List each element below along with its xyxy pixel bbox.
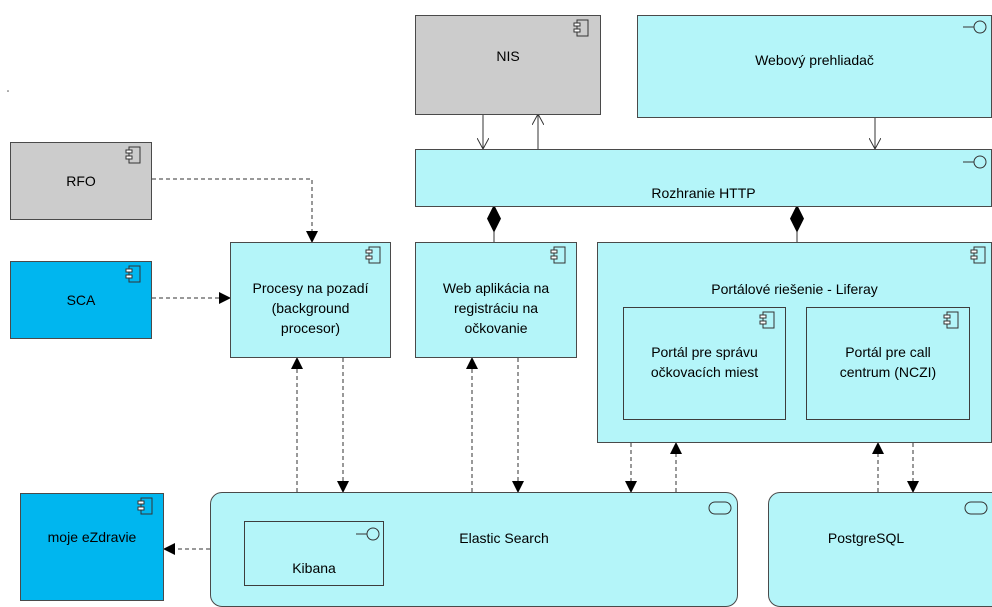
liferay-label: Portálové riešenie - Liferay — [711, 281, 878, 297]
nis-component[interactable]: NIS — [415, 15, 601, 115]
component-icon — [550, 246, 566, 264]
background-processor-component[interactable]: Procesy na pozadí (background procesor) — [230, 242, 391, 358]
nis-label: NIS — [496, 48, 520, 64]
component-icon — [365, 246, 381, 264]
component-icon — [137, 497, 153, 515]
browser-interface[interactable]: Webový prehliadač — [637, 15, 992, 118]
background-label: Procesy na pozadí (background procesor) — [252, 280, 369, 336]
rfo-component[interactable]: RFO — [10, 142, 152, 220]
browser-label: Webový prehliadač — [755, 52, 874, 68]
component-icon — [573, 19, 589, 37]
interface-icon — [962, 20, 988, 34]
rfo-label: RFO — [66, 173, 96, 189]
component-icon — [970, 246, 986, 264]
kibana-label: Kibana — [292, 560, 336, 576]
webapp-label: Web aplikácia na registráciu na očkovani… — [442, 280, 550, 336]
rfo-to-background-line — [152, 178, 318, 243]
http-interface[interactable]: Rozhranie HTTP — [415, 149, 992, 207]
ezdravie-component[interactable]: moje eZdravie — [20, 493, 164, 601]
kibana-interface[interactable]: Kibana — [244, 521, 384, 586]
postgresql-service[interactable]: PostgreSQL — [768, 492, 992, 607]
stray-dot — [7, 90, 9, 92]
component-icon — [125, 265, 141, 283]
interface-icon — [962, 155, 988, 169]
webapp-component[interactable]: Web aplikácia na registráciu na očkovani… — [415, 242, 577, 358]
service-icon — [964, 501, 988, 515]
component-icon — [759, 311, 775, 329]
sca-label: SCA — [66, 292, 96, 308]
interface-icon — [355, 527, 381, 541]
portal-places-label: Portál pre správu očkovacích miest — [650, 344, 759, 380]
portal-call-center-component[interactable]: Portál pre call centrum (NCZI) — [806, 307, 970, 420]
sca-component[interactable]: SCA — [10, 261, 152, 339]
ezdravie-label: moje eZdravie — [47, 529, 137, 545]
portal-callcenter-label: Portál pre call centrum (NCZI) — [839, 344, 937, 380]
elastic-label: Elastic Search — [459, 530, 549, 546]
http-label: Rozhranie HTTP — [651, 185, 756, 201]
postgres-label: PostgreSQL — [827, 530, 905, 546]
service-icon — [708, 501, 732, 515]
component-icon — [125, 146, 141, 164]
portal-vaccination-places-component[interactable]: Portál pre správu očkovacích miest — [623, 307, 786, 420]
component-icon — [943, 311, 959, 329]
